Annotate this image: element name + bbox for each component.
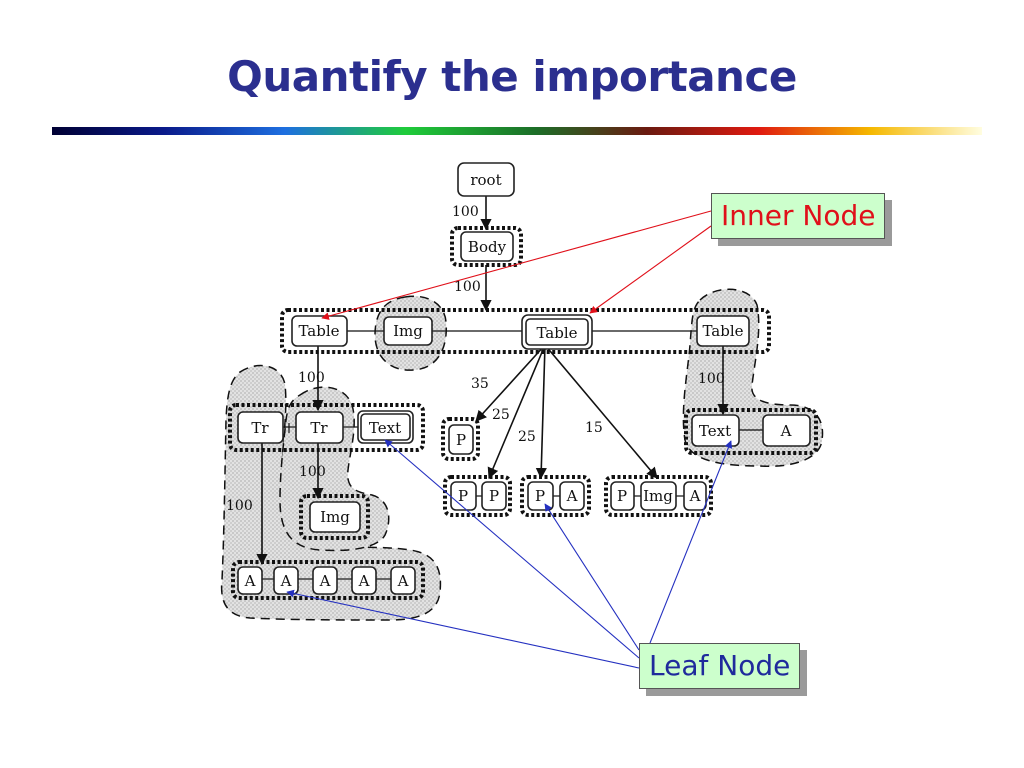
node-p-pair-2: P [481, 481, 507, 511]
slide-title: Quantify the importance [227, 52, 797, 101]
group-p-single [441, 417, 480, 461]
svg-text:A: A [280, 572, 292, 590]
node-pa-p: P [527, 481, 554, 511]
node-table-center: Table [521, 314, 593, 350]
weight-tr-img: 100 [299, 464, 326, 480]
node-p-pair-1: P [450, 481, 477, 511]
weight-table-tr: 100 [298, 370, 325, 386]
node-table-right: Table [696, 315, 750, 347]
node-tr-1: Tr [237, 411, 284, 444]
node-pima-p: P [610, 481, 635, 511]
svg-text:A: A [358, 572, 370, 590]
weight-35: 35 [471, 376, 489, 392]
svg-text:Tr: Tr [251, 419, 269, 437]
group-text-a-right [684, 408, 818, 455]
node-img-top: Img [383, 316, 433, 346]
node-a-row-4: A [351, 566, 377, 595]
node-p-single: P [448, 424, 474, 455]
node-a-row-2: A [273, 566, 299, 595]
group-p-pair [443, 475, 512, 517]
svg-text:Text: Text [699, 422, 731, 440]
svg-text:A: A [397, 572, 409, 590]
leaf-node-pointers [286, 439, 732, 669]
node-a-right: A [762, 414, 811, 447]
svg-text:Text: Text [369, 419, 401, 437]
node-a-row-1: A [237, 566, 263, 595]
svg-text:A: A [319, 572, 331, 590]
group-a-row [231, 560, 425, 600]
svg-text:Table: Table [702, 322, 743, 340]
node-pa-a: A [559, 481, 585, 511]
group-p-a [520, 475, 591, 517]
inner-node-pointers [321, 210, 712, 320]
node-img-lower: Img [309, 501, 361, 533]
svg-text:A: A [780, 422, 792, 440]
svg-text:Img: Img [393, 322, 423, 340]
weight-root-body: 100 [452, 204, 479, 220]
node-text-left: Text [357, 410, 414, 444]
svg-text:A: A [689, 487, 701, 505]
svg-text:P: P [458, 487, 468, 505]
group-tr-row [228, 403, 425, 452]
leaf-node-callout: Leaf Node [639, 643, 801, 689]
svg-text:P: P [617, 487, 627, 505]
node-text-right: Text [691, 414, 740, 447]
svg-text:P: P [535, 487, 545, 505]
svg-text:P: P [489, 487, 499, 505]
svg-text:Img: Img [643, 487, 673, 505]
node-pima-img: Img [640, 481, 677, 511]
weight-body-table: 100 [454, 279, 481, 295]
svg-text:Table: Table [536, 324, 577, 342]
svg-text:root: root [470, 171, 501, 189]
node-pima-a: A [683, 481, 707, 511]
svg-text:A: A [244, 572, 256, 590]
node-root: root [457, 162, 515, 197]
node-table-left: Table [291, 315, 348, 347]
svg-text:Img: Img [320, 508, 350, 526]
inner-node-callout: Inner Node [711, 193, 886, 239]
svg-text:Tr: Tr [310, 419, 328, 437]
weight-right-100: 100 [698, 371, 725, 387]
svg-text:A: A [566, 487, 578, 505]
node-a-row-3: A [312, 566, 338, 595]
group-p-img-a [604, 475, 713, 517]
node-body: Body [460, 231, 514, 262]
svg-text:Body: Body [468, 238, 507, 256]
node-tr-2: Tr [295, 411, 344, 444]
node-a-row-5: A [390, 566, 416, 595]
group-table-row [280, 308, 771, 354]
group-img-lower [299, 494, 370, 540]
svg-text:Table: Table [298, 322, 339, 340]
svg-text:P: P [456, 431, 466, 449]
weight-25a: 25 [492, 407, 510, 423]
weight-tr-a: 100 [226, 498, 253, 514]
title-gradient-rule [52, 127, 982, 135]
weight-25b: 25 [518, 429, 536, 445]
weight-15: 15 [585, 420, 603, 436]
